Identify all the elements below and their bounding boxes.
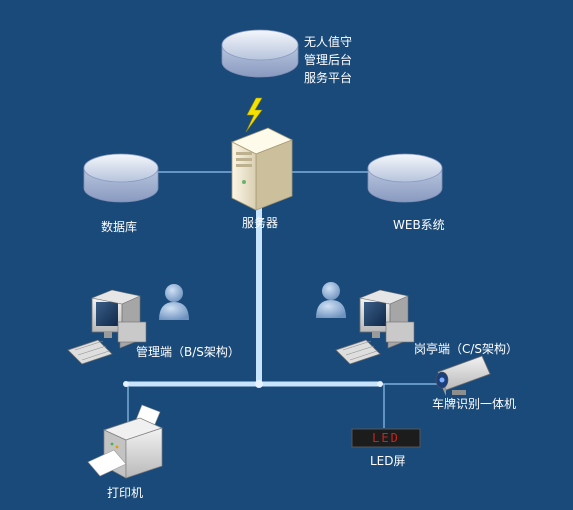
- database-label: 数据库: [101, 220, 138, 234]
- web-system-icon: [367, 153, 443, 203]
- platform-label-line-3: 服务平台: [304, 71, 353, 85]
- booth-computer-icon: [335, 289, 415, 365]
- admin-computer-icon: [67, 289, 147, 365]
- web-system-label: WEB系统: [393, 218, 445, 232]
- platform-cylinder-icon: [221, 29, 299, 78]
- platform-label: 无人值守 管理后台 服务平台: [304, 33, 352, 87]
- platform-label-line-1: 无人值守: [304, 35, 353, 49]
- database-icon: [83, 153, 159, 203]
- trunk-end-right: [377, 381, 383, 387]
- booth-client-label: 岗亭端（C/S架构）: [414, 342, 519, 356]
- led-display-text: LED: [372, 431, 400, 445]
- booth-user-icon: [316, 282, 346, 318]
- trunk-end-left: [123, 381, 129, 387]
- server-label: 服务器: [242, 216, 279, 230]
- trunk-junction: [255, 380, 263, 388]
- platform-label-line-2: 管理后台: [304, 53, 353, 67]
- printer-icon: [87, 404, 163, 479]
- lightning-icon: [245, 97, 263, 133]
- led-screen-label: LED屏: [370, 454, 406, 468]
- admin-client-label: 管理端（B/S架构）: [136, 345, 240, 359]
- led-screen-icon: [351, 428, 421, 448]
- server-icon: [231, 127, 293, 211]
- connections: [123, 171, 442, 428]
- camera-label: 车牌识别一体机: [432, 397, 517, 411]
- camera-icon: [435, 355, 491, 396]
- printer-label: 打印机: [107, 486, 144, 500]
- admin-user-icon: [159, 284, 189, 320]
